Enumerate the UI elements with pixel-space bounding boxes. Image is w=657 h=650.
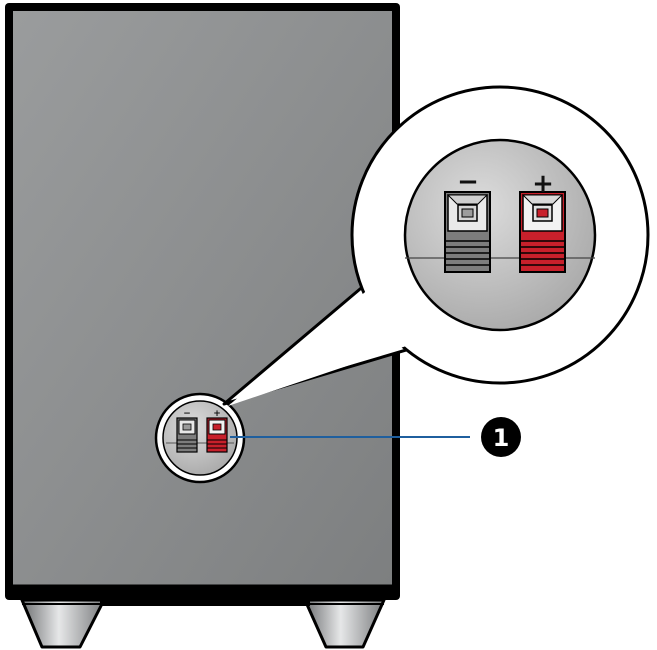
terminal-positive-label: + bbox=[532, 169, 554, 199]
terminal-negative-label-small: − bbox=[183, 409, 191, 419]
speaker-terminal-negative-icon bbox=[176, 417, 198, 453]
speaker-foot-left bbox=[20, 598, 106, 649]
callout-number: 1 bbox=[493, 424, 510, 452]
callout-badge: 1 bbox=[481, 417, 521, 457]
speaker-foot-right bbox=[303, 598, 386, 649]
speaker-cabinet bbox=[5, 3, 400, 606]
terminal-negative-label: − bbox=[457, 167, 479, 197]
speaker-terminal-positive-icon bbox=[206, 417, 228, 453]
speaker-terminal-negative-large-icon bbox=[444, 191, 491, 273]
terminal-positive-label-small: + bbox=[213, 409, 221, 419]
speaker-terminal-positive-large-icon bbox=[519, 191, 566, 273]
magnifier-callout-icon bbox=[222, 85, 650, 406]
